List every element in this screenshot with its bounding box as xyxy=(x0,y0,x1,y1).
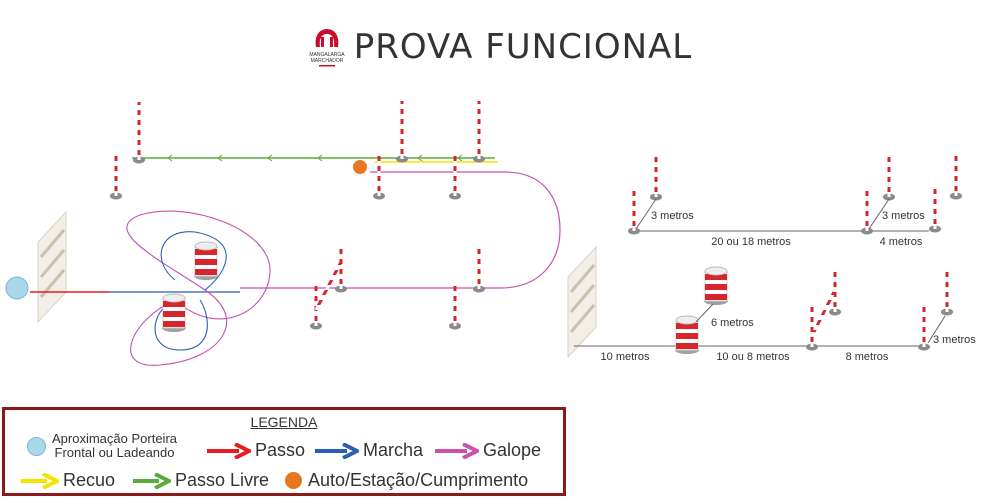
measure-3m-c: 3 metros xyxy=(933,334,976,346)
orange-circle-icon xyxy=(285,472,302,489)
measure-8m: 8 metros xyxy=(846,351,889,363)
logo-text-bottom: MARCHADOR xyxy=(310,58,343,64)
legend-galope: Galope xyxy=(433,440,541,461)
measure-6m: 6 metros xyxy=(711,317,754,329)
red-arrow-icon xyxy=(207,442,251,459)
right-schematic: 3 metros 20 ou 18 metros 3 metros 4 metr… xyxy=(566,154,976,363)
gate-right xyxy=(566,245,598,359)
blue-arrow-icon xyxy=(315,442,359,459)
legend-passo: Passo xyxy=(205,440,305,461)
horseshoe-logo-icon: MANGALARGA MARCHADOR xyxy=(309,29,345,67)
measure-4m: 4 metros xyxy=(880,236,923,248)
legend-marcha: Marcha xyxy=(313,440,423,461)
green-arrow-icon xyxy=(133,472,171,489)
left-course xyxy=(5,101,561,366)
header: MANGALARGA MARCHADOR PROVA FUNCIONAL xyxy=(0,22,1000,72)
page-title: PROVA FUNCIONAL xyxy=(353,27,693,67)
legend-recuo-label: Recuo xyxy=(63,470,116,490)
measure-10m: 10 metros xyxy=(601,351,650,363)
gate-left xyxy=(36,210,68,324)
legend-passo-livre-label: Passo Livre xyxy=(175,470,270,490)
approach-circle-icon xyxy=(27,436,46,456)
legend-approach-line1: Aproximação Porteira xyxy=(52,431,177,446)
legend-galope-label: Galope xyxy=(483,440,542,460)
legend-passo-livre: Passo Livre xyxy=(131,470,269,491)
galope-loop-right xyxy=(370,171,561,289)
legend: LEGENDA Aproximação Porteira Frontal ou … xyxy=(2,407,566,496)
logo-text-top: MANGALARGA xyxy=(309,52,345,58)
barrel-2 xyxy=(161,293,187,333)
galope-figure-eight xyxy=(126,210,271,366)
legend-recuo: Recuo xyxy=(19,470,115,491)
legend-auto: Auto/Estação/Cumprimento xyxy=(285,470,528,491)
legend-approach-line2: Frontal ou Ladeando xyxy=(54,445,175,460)
legend-title: LEGENDA xyxy=(250,414,318,430)
legend-approach: Aproximação Porteira Frontal ou Ladeando xyxy=(27,432,177,460)
auto-station-marker xyxy=(353,160,367,174)
legend-auto-label: Auto/Estação/Cumprimento xyxy=(308,470,529,490)
logo: MANGALARGA MARCHADOR xyxy=(308,25,346,69)
legend-passo-label: Passo xyxy=(255,440,306,460)
measure-3m-a: 3 metros xyxy=(651,210,694,222)
measure-10-8m: 10 ou 8 metros xyxy=(716,351,790,363)
legend-marcha-label: Marcha xyxy=(363,440,424,460)
yellow-arrow-icon xyxy=(21,472,59,489)
barrel-1 xyxy=(193,241,219,281)
measure-3m-b: 3 metros xyxy=(882,210,925,222)
pink-arrow-icon xyxy=(435,442,479,459)
measure-20-18m: 20 ou 18 metros xyxy=(711,236,791,248)
approach-marker xyxy=(5,276,29,300)
